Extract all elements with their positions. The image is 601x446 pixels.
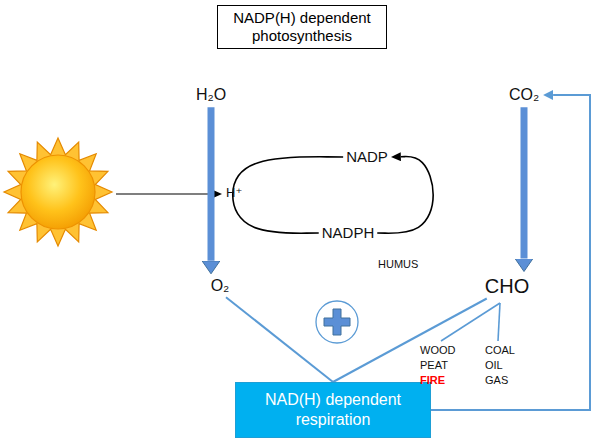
chemical-species: O₂: [211, 277, 230, 295]
node-text: H₂O: [196, 86, 226, 104]
node-text: CHO: [485, 275, 529, 298]
sun-rays: [4, 138, 112, 246]
product-label: PEAT: [420, 359, 448, 372]
node-text: NADP: [346, 148, 388, 165]
chemical-species: CHO: [485, 275, 529, 298]
plus-circle: [316, 301, 358, 343]
chemical-species: CO₂: [509, 86, 539, 104]
flow-arrow: [521, 107, 528, 258]
chemical-species: H₂O: [196, 86, 226, 104]
diagram-title: NADP(H) dependent photosynthesis: [217, 5, 387, 49]
ion-label: H⁺: [226, 186, 242, 201]
flow-arrow: [208, 107, 215, 261]
merge-line: [333, 299, 487, 383]
cofactor-label: NADPH: [322, 224, 375, 241]
product-label: HUMUS: [378, 258, 418, 271]
node-text: NAD(H) dependent respiration: [248, 390, 418, 430]
feedback-arrow: [431, 95, 590, 410]
plus-sign: [324, 309, 350, 335]
cycle-arc: [377, 157, 433, 234]
sun-disc: [21, 155, 95, 229]
product-label: COAL: [485, 344, 515, 357]
branch-line: [441, 303, 500, 341]
node-text: O₂: [211, 277, 230, 295]
branch-line: [498, 303, 500, 341]
merge-line: [226, 297, 333, 382]
cofactor-label: NADP: [346, 148, 388, 165]
process-box: NAD(H) dependent respiration: [235, 382, 431, 438]
node-text: CO₂: [509, 86, 539, 104]
product-label: WOOD: [420, 344, 455, 357]
product-label: FIRE: [420, 374, 445, 387]
light-arrow: [116, 193, 213, 194]
node-text: NADPH: [322, 224, 375, 241]
product-label: OIL: [485, 359, 503, 372]
product-label: GAS: [485, 374, 508, 387]
cycle-arc: [233, 157, 343, 233]
